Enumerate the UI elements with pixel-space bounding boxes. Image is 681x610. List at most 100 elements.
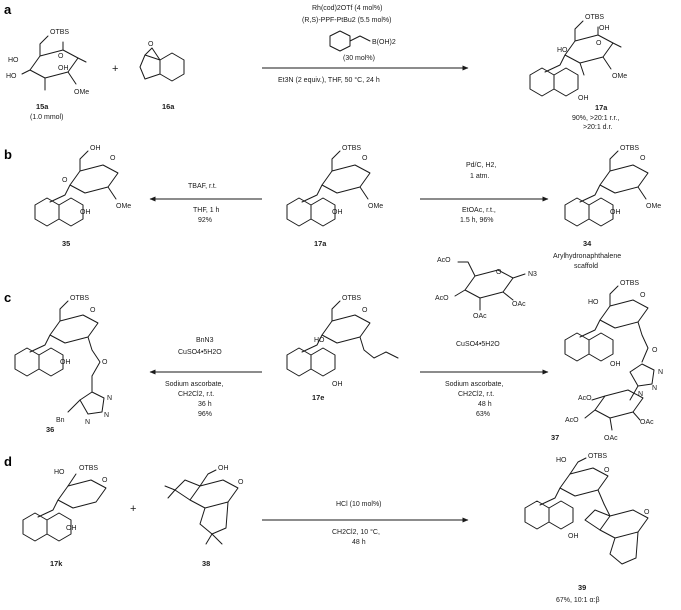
ho-label: HO bbox=[8, 57, 19, 64]
ho-label: HO bbox=[54, 469, 65, 476]
compound-id-37: 37 bbox=[551, 433, 559, 442]
condition-pressure: 1 atm. bbox=[470, 173, 490, 180]
triazole-n-label: N bbox=[652, 385, 657, 392]
compound-37-structure bbox=[564, 285, 655, 431]
condition-ligand: (R,S)-PPF-PtBu2 (5.5 mol%) bbox=[302, 17, 391, 24]
condition-yield: 96% bbox=[198, 411, 212, 418]
condition-time: 36 h bbox=[198, 401, 212, 408]
otbs-label: OTBS bbox=[620, 145, 639, 152]
condition-reagent: CuSO4•5H2O bbox=[178, 349, 222, 356]
acetoxy-label: AcO bbox=[565, 417, 579, 424]
condition-solvent: CH2Cl2, 10 °C, bbox=[332, 528, 380, 536]
otbs-label: OTBS bbox=[588, 453, 607, 460]
compound-36-structure bbox=[14, 300, 105, 415]
ome-label: OMe bbox=[646, 203, 661, 210]
condition-time: 48 h bbox=[478, 401, 492, 408]
oh-label: OH bbox=[610, 209, 621, 216]
acetoxy-label: AcO bbox=[435, 295, 449, 302]
compound-id-39: 39 bbox=[578, 583, 586, 592]
ho-label: HO bbox=[556, 457, 567, 464]
ho-label: HO bbox=[588, 299, 599, 306]
o-label: O bbox=[62, 177, 68, 184]
triazole-n-label: N bbox=[658, 369, 663, 376]
bridge-o-label: O bbox=[148, 41, 154, 48]
triazole-n-label: N bbox=[85, 419, 90, 426]
compound-17k-structure bbox=[22, 473, 107, 542]
o-label: O bbox=[652, 347, 658, 354]
benzyl-label: Bn bbox=[56, 417, 65, 424]
ring-o-label: O bbox=[110, 155, 116, 162]
oh-label: OH bbox=[80, 209, 91, 216]
o-label: O bbox=[102, 359, 108, 366]
ring-o-label: O bbox=[640, 155, 646, 162]
compound-id-35: 35 bbox=[62, 239, 70, 248]
condition-solvent: THF, 1 h bbox=[193, 207, 220, 214]
compound-17a-center-structure bbox=[286, 150, 371, 227]
compound-17a-structure bbox=[529, 20, 622, 97]
acetoxy-label: AcO bbox=[437, 257, 451, 264]
condition-reagent: HCl (10 mol%) bbox=[336, 501, 382, 508]
panel-d-letter: d bbox=[4, 454, 12, 469]
condition-solvent: CH2Cl2, r.t. bbox=[458, 391, 494, 398]
oh-label: OH bbox=[58, 65, 69, 72]
condition-reagent: Sodium ascorbate, bbox=[165, 381, 223, 388]
ome-label: OMe bbox=[116, 203, 131, 210]
compound-16a-structure: O bbox=[139, 41, 185, 82]
compound-17e-structure bbox=[286, 300, 399, 377]
compound-id-34: 34 bbox=[583, 239, 592, 248]
panel-c-letter: c bbox=[4, 290, 11, 305]
ring-o-label: O bbox=[102, 477, 108, 484]
oh-label: OH bbox=[332, 381, 343, 388]
ring-o-label: O bbox=[90, 307, 96, 314]
azide-label: N3 bbox=[528, 271, 537, 278]
ring-o-label: O bbox=[58, 53, 64, 60]
condition-base: Et3N (2 equiv.), THF, 50 °C, 24 h bbox=[278, 76, 380, 84]
triazole-n-label: N bbox=[638, 391, 643, 398]
compound-15a-amount: (1.0 mmol) bbox=[30, 114, 63, 121]
condition-yield: 63% bbox=[476, 411, 490, 418]
compound-id-17a: 17a bbox=[595, 103, 608, 112]
condition-yield: 92% bbox=[198, 217, 212, 224]
compound-id-38: 38 bbox=[202, 559, 210, 568]
compound-id-15a: 15a bbox=[36, 102, 49, 111]
oh-label: OH bbox=[568, 533, 579, 540]
acetoxy-label: OAc bbox=[604, 435, 618, 442]
oh-label: OH bbox=[218, 465, 229, 472]
condition-time: 48 h bbox=[352, 539, 366, 546]
oh-label: OH bbox=[66, 525, 77, 532]
acetoxy-label: AcO bbox=[578, 395, 592, 402]
condition-time: 1.5 h, 96% bbox=[460, 217, 493, 224]
compound-id-16a: 16a bbox=[162, 102, 175, 111]
oh-label: OH bbox=[90, 145, 101, 152]
acetoxy-label: OAc bbox=[473, 313, 487, 320]
triazole-n-label: N bbox=[104, 412, 109, 419]
otbs-label: OTBS bbox=[620, 280, 639, 287]
compound-id-36: 36 bbox=[46, 425, 54, 434]
ring-o-label: O bbox=[362, 307, 368, 314]
compound-15a-structure: OTBS HO HO O OH OMe bbox=[6, 29, 89, 96]
condition-reagent: Pd/C, H2, bbox=[466, 162, 496, 169]
otbs-label: OTBS bbox=[50, 29, 69, 36]
ho-label: HO bbox=[6, 73, 17, 80]
otbs-label: OTBS bbox=[70, 295, 89, 302]
compound-id-17k: 17k bbox=[50, 559, 63, 568]
oh-label: OH bbox=[610, 361, 621, 368]
compound-35-structure bbox=[34, 150, 119, 227]
ring-o-label: O bbox=[362, 155, 368, 162]
panel-b-letter: b bbox=[4, 147, 12, 162]
ome-label: OMe bbox=[74, 89, 89, 96]
condition-catalyst: Rh(cod)2OTf (4 mol%) bbox=[312, 5, 382, 12]
oh-label: OH bbox=[60, 359, 71, 366]
plus-sign: + bbox=[112, 63, 118, 75]
product-yield-line2: >20:1 d.r. bbox=[583, 124, 612, 131]
product-yield-line1: 90%, >20:1 r.r., bbox=[572, 115, 619, 122]
boronic-acid-label: B(OH)2 bbox=[372, 39, 396, 46]
condition-reagent: CuSO4•5H2O bbox=[456, 341, 500, 348]
ring-o-label: O bbox=[238, 479, 244, 486]
vinylboronic-structure bbox=[329, 30, 371, 52]
ome-label: OMe bbox=[368, 203, 383, 210]
compound-id-17a: 17a bbox=[314, 239, 327, 248]
scaffold-description: scaffold bbox=[574, 263, 598, 270]
compound-34-structure bbox=[564, 150, 649, 227]
